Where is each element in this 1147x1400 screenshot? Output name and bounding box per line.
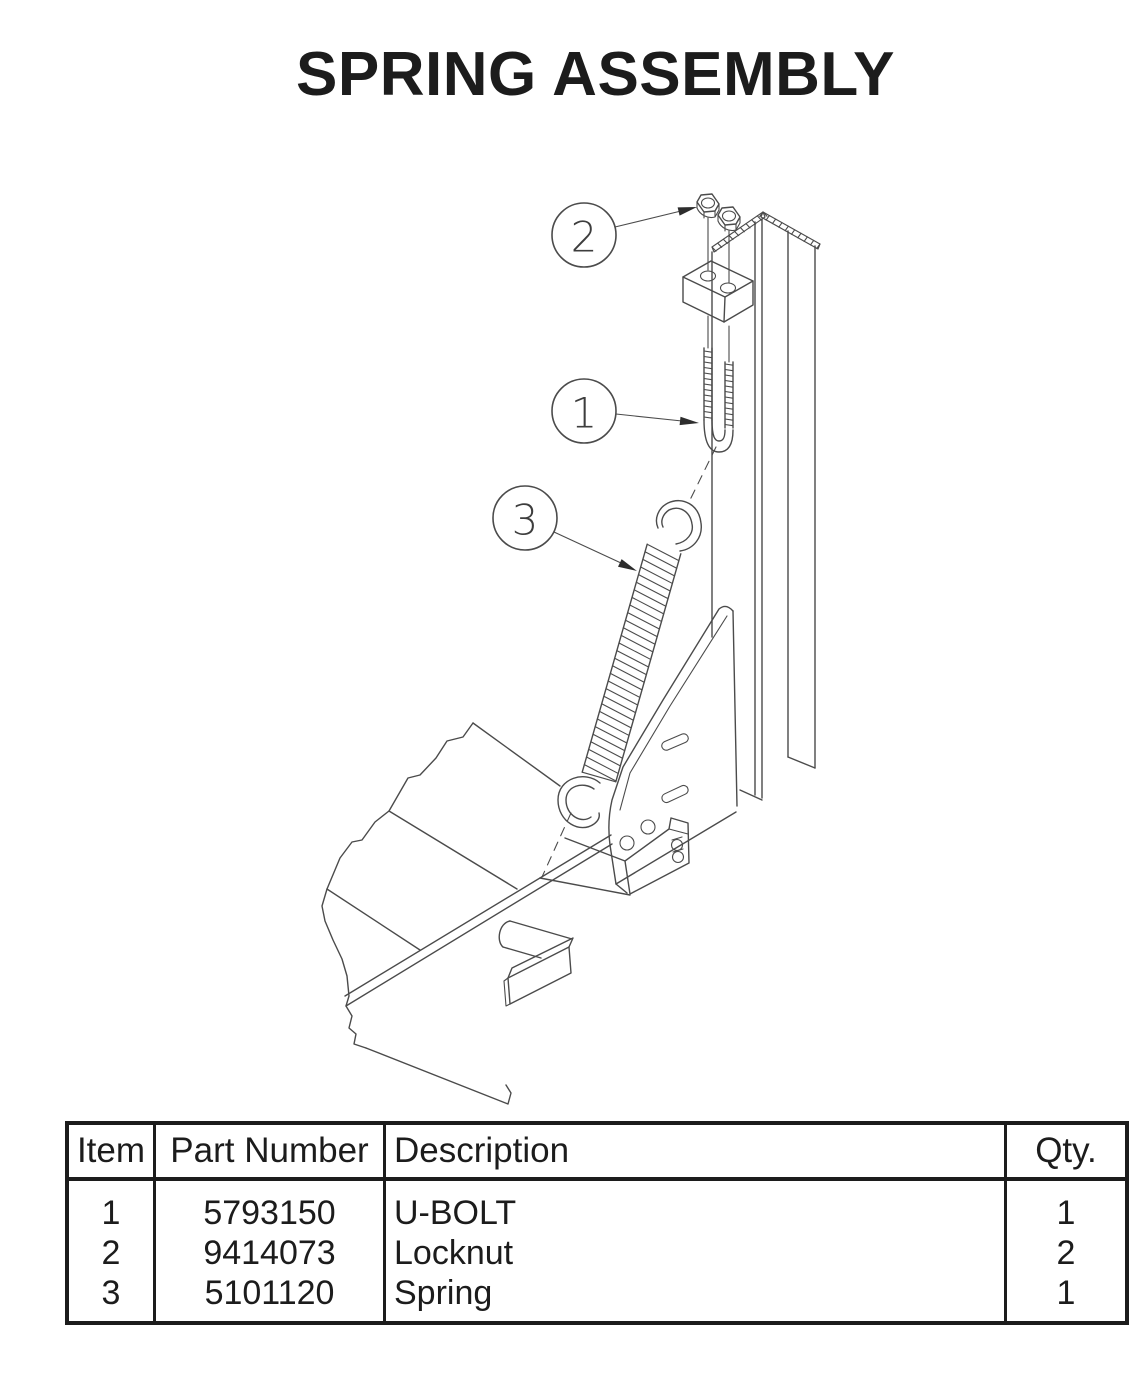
description-cell: Spring [394, 1274, 493, 1312]
parts-table-header-row: Item Part Number Description Qty. [65, 1121, 1129, 1181]
column-qty: 1 2 1 [1004, 1177, 1129, 1325]
qty-cell: 2 [1056, 1234, 1076, 1272]
page-title: SPRING ASSEMBLY [296, 40, 895, 109]
leader-arrow-2 [677, 207, 697, 216]
pin-and-plate [498, 920, 574, 1007]
leader-line-3 [553, 531, 622, 564]
channel-post [711, 211, 821, 801]
u-bolt-assembly [682, 193, 754, 453]
header-description: Description [383, 1121, 1007, 1181]
callout-circle-3 [492, 485, 558, 551]
gusset-slot-lower [661, 784, 689, 804]
column-item: 1 2 3 [65, 1177, 156, 1325]
moldboard-base [321, 722, 631, 1105]
column-description: U-BOLT Locknut Spring [383, 1177, 1007, 1325]
header-item: Item [65, 1121, 156, 1181]
callout-number-3: 3 [512, 496, 539, 545]
gusset-hole [640, 819, 656, 835]
spring-bottom-hook [557, 776, 601, 829]
callout-1: 1 [551, 378, 699, 444]
plate-front-face [507, 946, 572, 1005]
part-number-cell: 5101120 [204, 1274, 335, 1312]
header-part-number: Part Number [153, 1121, 386, 1181]
gusset-outline [608, 605, 734, 894]
parts-table-body: 1 2 3 5793150 9414073 5101120 U-BOLT Loc… [65, 1177, 1129, 1325]
u-bolt-bend [703, 419, 734, 453]
locknut-upper [696, 193, 720, 219]
item-cell: 2 [101, 1234, 121, 1272]
block-hole [699, 270, 717, 282]
gusset-hole [619, 835, 635, 851]
part-number-cell: 9414073 [203, 1234, 336, 1272]
block-hole [719, 282, 737, 294]
callout-number-2: 2 [571, 213, 598, 262]
gusset-slot-upper [661, 733, 689, 751]
callout-3: 3 [492, 485, 637, 571]
gusset-plate [608, 605, 738, 894]
parts-table: Item Part Number Description Qty. 1 2 3 … [65, 1121, 1129, 1325]
description-cell: U-BOLT [394, 1194, 517, 1232]
bolt-head [671, 850, 685, 864]
anchor-block [682, 260, 754, 298]
locknut-lower [717, 206, 741, 232]
callout-number-1: 1 [571, 389, 598, 438]
part-number-cell: 5793150 [203, 1194, 336, 1232]
leader-arrow-3 [618, 559, 637, 571]
pin [509, 920, 573, 940]
qty-cell: 1 [1056, 1274, 1076, 1312]
reference-lines [541, 446, 717, 878]
callout-circle-2 [551, 202, 617, 268]
extension-spring [557, 499, 702, 829]
description-cell: Locknut [394, 1234, 514, 1272]
spring-coils [581, 543, 680, 783]
header-qty: Qty. [1004, 1121, 1129, 1181]
callout-circle-1 [551, 378, 617, 444]
plate-top-face [507, 937, 574, 979]
leader-line-1 [615, 413, 683, 422]
column-part-number: 5793150 9414073 5101120 [153, 1177, 386, 1325]
leader-line-2 [614, 210, 682, 228]
spring-top-hook [655, 499, 702, 552]
hatch-marks [711, 211, 821, 252]
item-cell: 1 [101, 1194, 121, 1232]
qty-cell: 1 [1056, 1194, 1076, 1232]
gusset-edge-thickness [619, 615, 728, 811]
leader-arrow-1 [679, 416, 699, 426]
item-cell: 3 [101, 1274, 121, 1312]
bolt-bracket [624, 817, 690, 895]
callout-2: 2 [551, 202, 697, 268]
